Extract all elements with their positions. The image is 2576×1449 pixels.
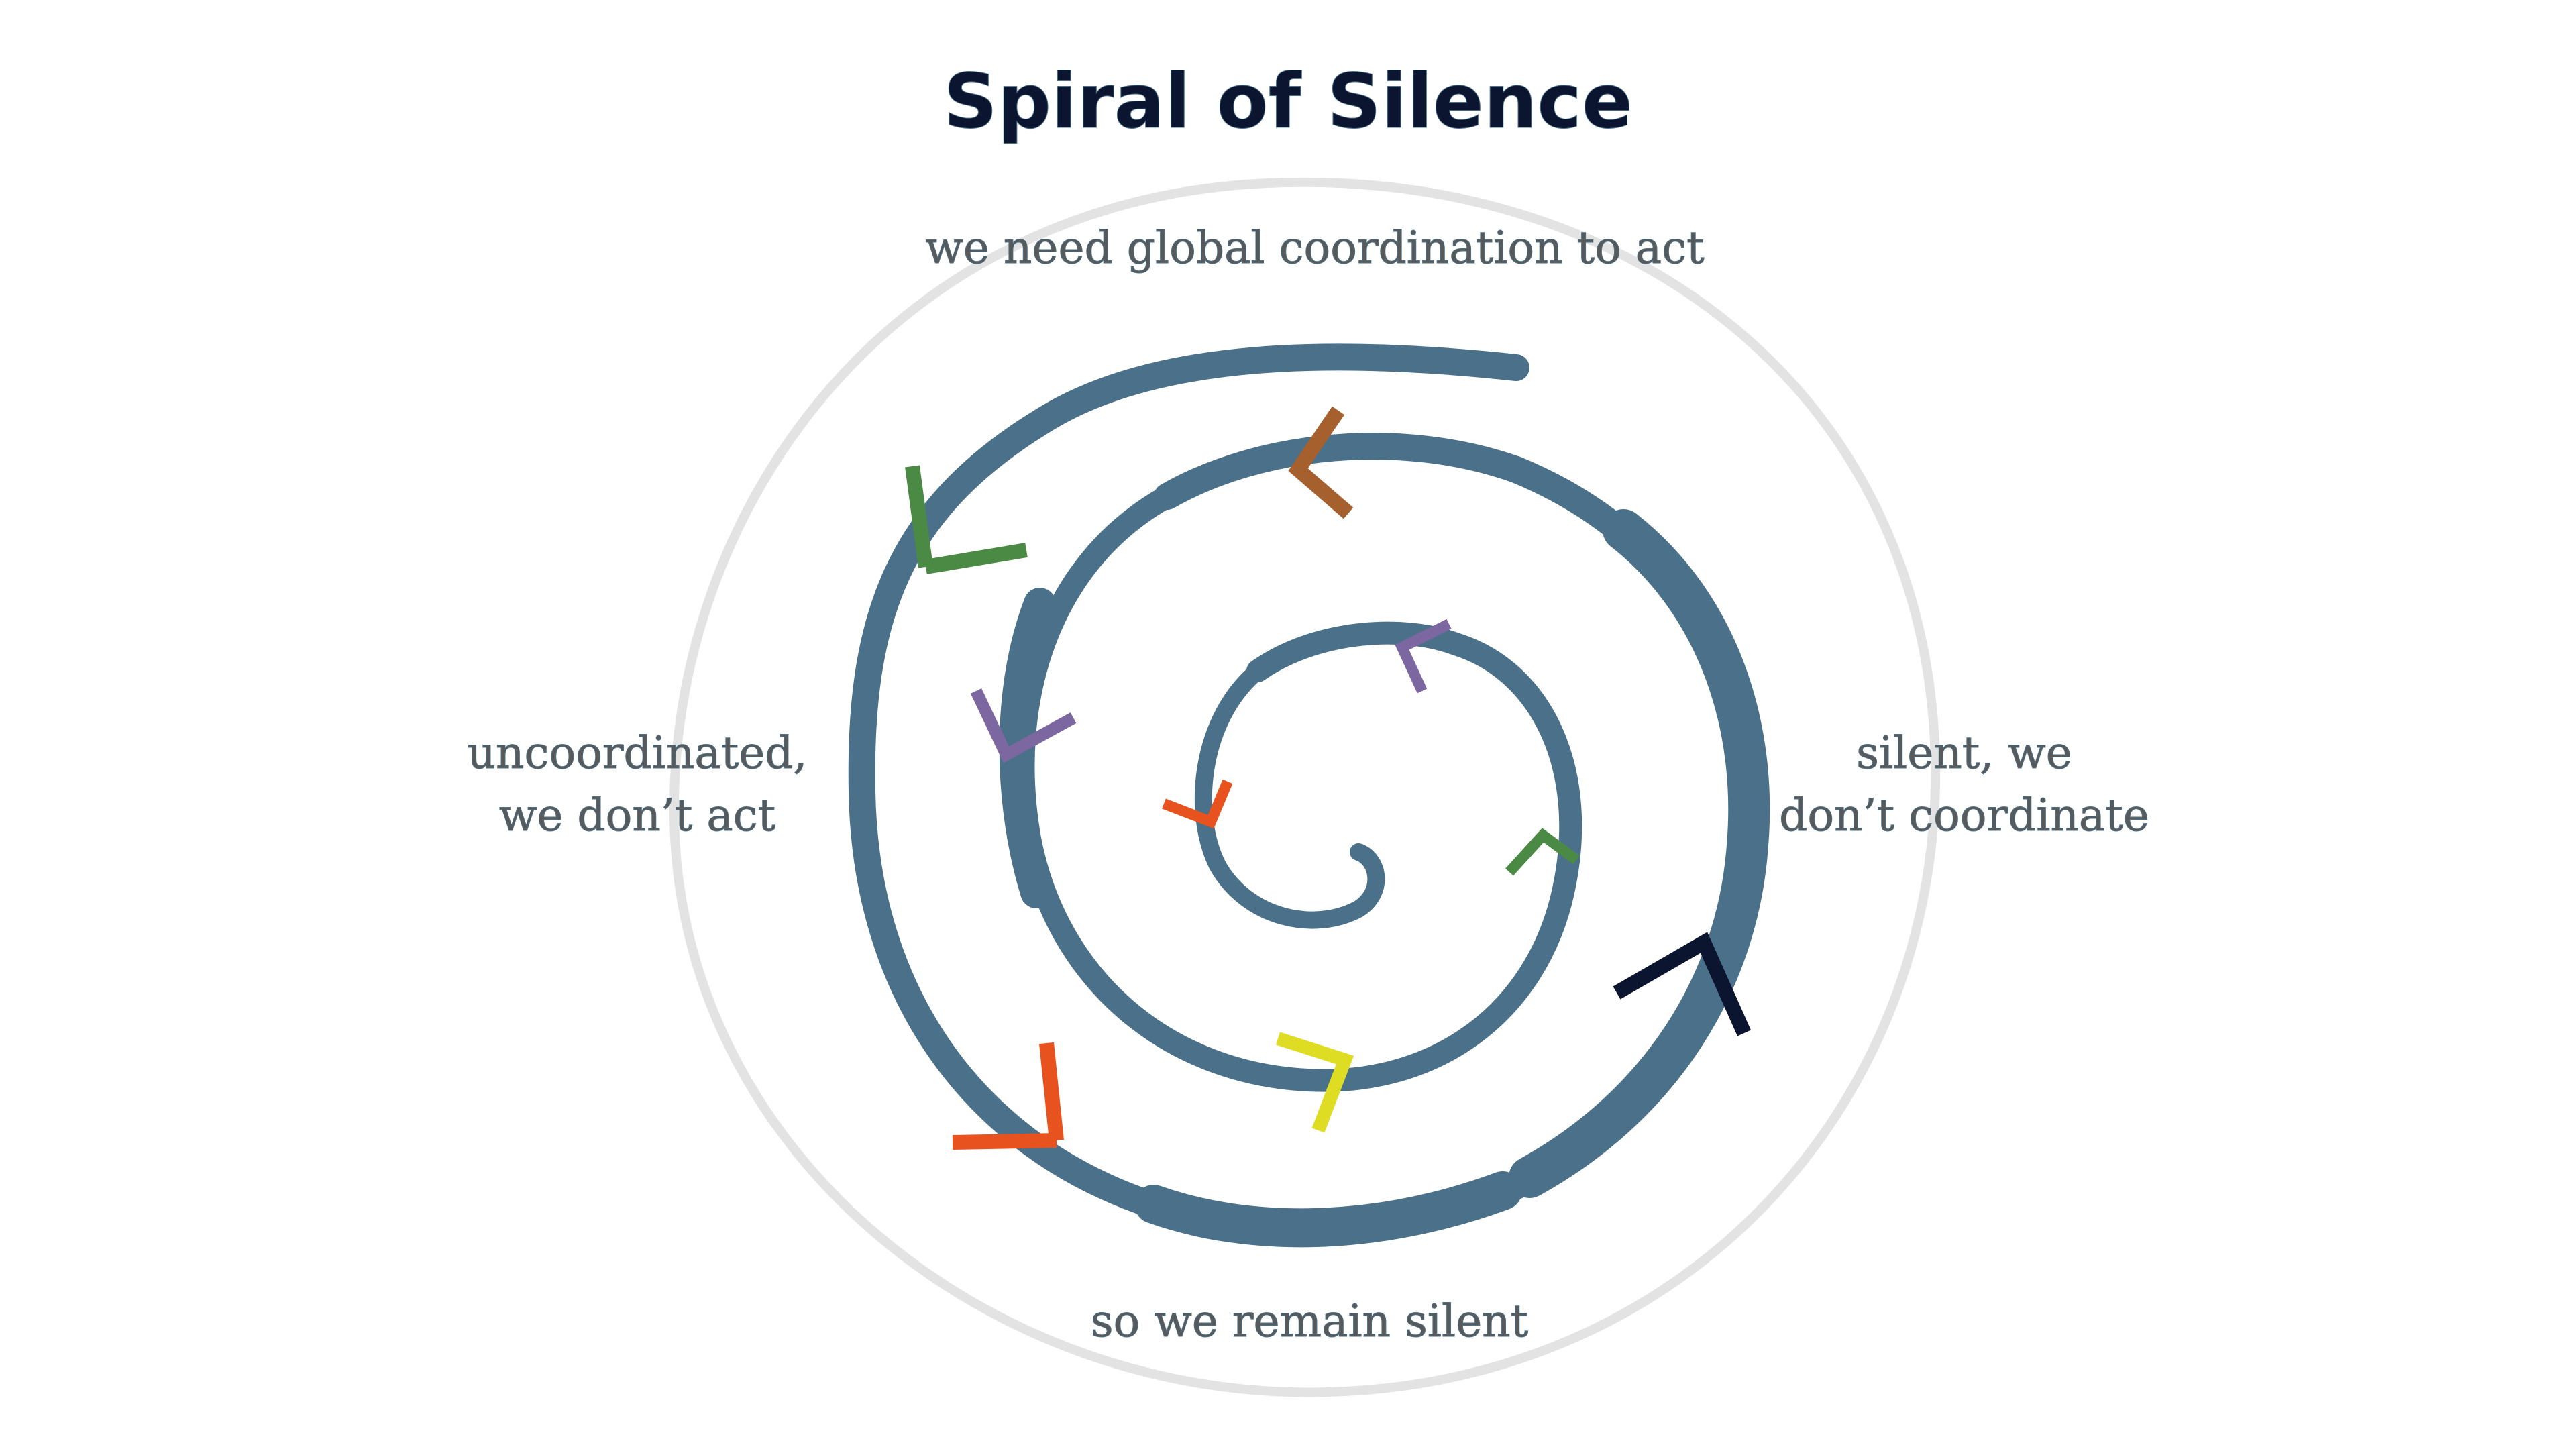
figure-brown	[1288, 406, 1354, 519]
figure-purple-inner	[1395, 619, 1452, 694]
label-left-line2: we don’t act	[499, 790, 775, 841]
label-top: we need global coordination to act	[925, 222, 1704, 274]
figure-green-right	[1505, 828, 1580, 876]
label-right-line2: don’t coordinate	[1779, 790, 2149, 841]
label-right-line1: silent, we	[1856, 727, 2072, 779]
page-title: Spiral of Silence	[943, 58, 1633, 146]
figure-navy	[1613, 932, 1752, 1036]
figure-purple-left	[970, 688, 1077, 763]
figure-green-upper	[905, 465, 1028, 574]
spiral-thick-right	[1509, 509, 1770, 1198]
outer-ring	[669, 177, 1941, 1397]
spiral-middle-arm	[1012, 485, 1582, 1092]
label-left-line1: uncoordinated,	[467, 727, 807, 779]
spiral-thick-bottom	[1134, 1171, 1522, 1248]
figure-orange-inner	[1162, 779, 1233, 829]
label-bottom: so we remain silent	[1091, 1295, 1528, 1347]
figure-yellow	[1275, 1032, 1354, 1133]
figure-orange-lower	[952, 1042, 1064, 1150]
spiral-inner-coil	[1194, 662, 1385, 929]
